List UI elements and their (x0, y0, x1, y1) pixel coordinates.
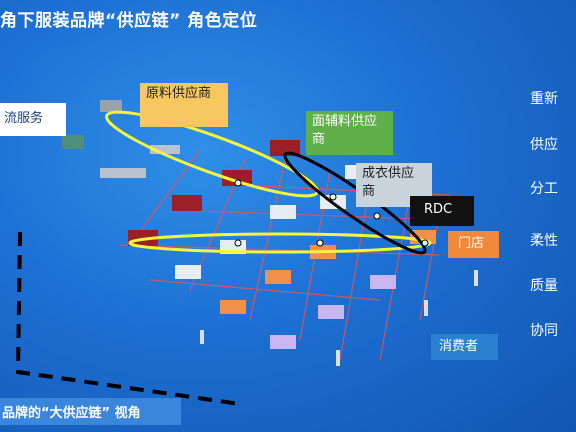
consumer-label: 消费者 (431, 334, 498, 360)
bottom-caption: 品牌的“大供应链” 视角 (0, 398, 181, 425)
store-label: 门店 (448, 231, 499, 258)
garment-supplier-label: 成衣供应商 (356, 163, 432, 207)
strategy-item: 协同 (530, 323, 558, 339)
boundary-dashes (15, 231, 241, 406)
warehouse-icons (175, 165, 371, 279)
accessory-supplier-label: 面辅料供应商 (306, 111, 393, 155)
strategy-item: 分工 (530, 181, 558, 197)
slide-title: 角下服装品牌“供应链” 角色定位 (0, 11, 258, 31)
ring-nodes (234, 179, 429, 247)
consumer-icons (200, 270, 478, 366)
store-icons (270, 275, 396, 349)
truck-icons (100, 145, 180, 178)
raw-material-supplier-label: 原料供应商 (140, 83, 228, 127)
strategy-item: 柔性 (530, 233, 558, 249)
strategy-item: 质量 (530, 278, 558, 294)
strategy-item: 供应 (530, 137, 558, 153)
rdc-label: RDC (410, 196, 474, 226)
logistics-service-label: 流服务 (0, 103, 66, 136)
strategy-item: 重新 (530, 91, 558, 107)
distribution-icons (220, 230, 436, 314)
